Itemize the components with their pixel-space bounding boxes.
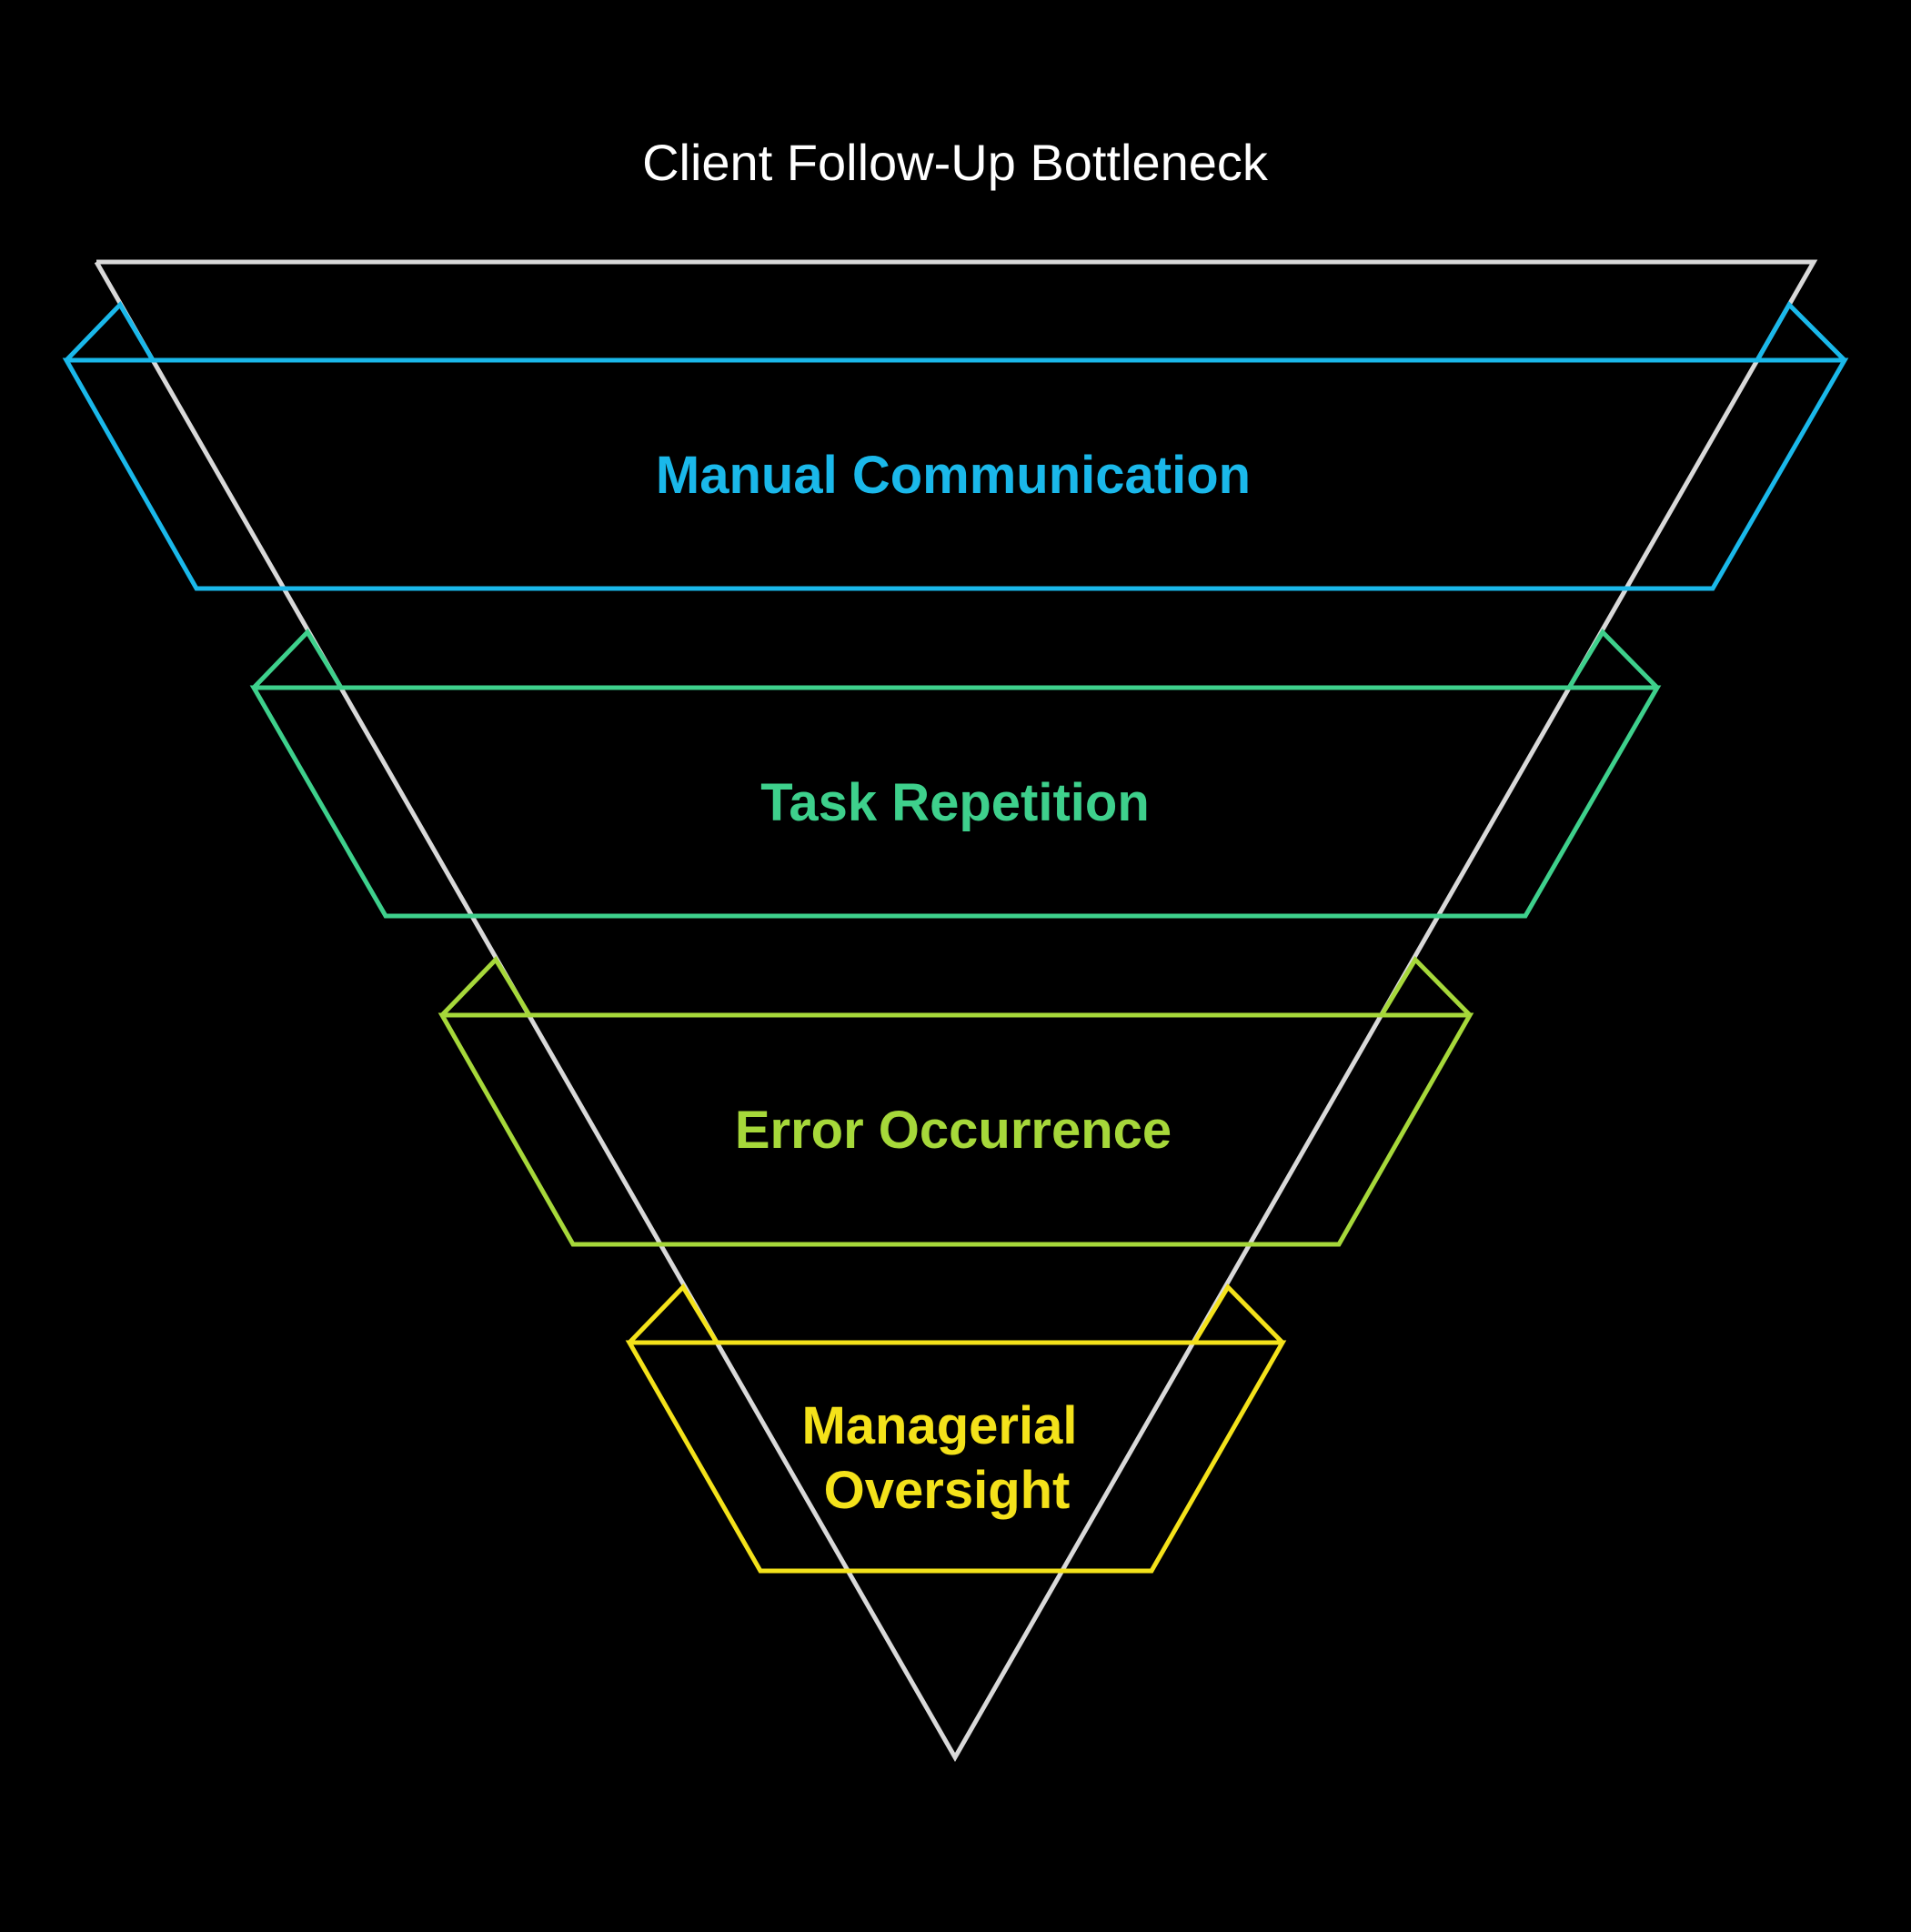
stage-task-repetition: Task Repetition xyxy=(249,628,1662,919)
stage-label-line: Error Occurrence xyxy=(735,1101,1172,1160)
stage-error-occurrence: Error Occurrence xyxy=(438,955,1474,1247)
stage-label-manual-communication: Manual Communication xyxy=(656,446,1251,505)
stage-label-error-occurrence: Error Occurrence xyxy=(735,1101,1172,1160)
diagram-title: Client Follow-Up Bottleneck xyxy=(642,134,1269,191)
stage-label-task-repetition: Task Repetition xyxy=(760,773,1150,832)
stage-label-line: Managerial xyxy=(801,1396,1077,1455)
stage-left-wing-manual-communication xyxy=(65,300,156,362)
stage-label-line: Manual Communication xyxy=(656,446,1251,505)
stage-left-wing-task-repetition xyxy=(252,628,344,689)
stage-band-manual-communication xyxy=(62,357,1849,591)
stage-band-task-repetition xyxy=(249,685,1662,919)
stage-label-line: Task Repetition xyxy=(760,773,1150,832)
stage-label-managerial-oversight: Managerial Oversight xyxy=(801,1396,1091,1520)
stage-managerial-oversight: Managerial Oversight xyxy=(625,1283,1287,1574)
stage-right-wing-error-occurrence xyxy=(1379,955,1472,1017)
stage-band-error-occurrence xyxy=(438,1012,1474,1247)
stage-label-line: Oversight xyxy=(824,1461,1071,1520)
stage-manual-communication: Manual Communication xyxy=(62,300,1849,591)
stage-left-wing-managerial-oversight xyxy=(628,1283,719,1344)
stage-right-wing-manual-communication xyxy=(1755,300,1846,362)
stage-right-wing-managerial-oversight xyxy=(1192,1283,1284,1344)
stage-left-wing-error-occurrence xyxy=(440,955,532,1017)
stage-right-wing-task-repetition xyxy=(1566,628,1659,689)
stage-band-managerial-oversight xyxy=(625,1340,1287,1574)
